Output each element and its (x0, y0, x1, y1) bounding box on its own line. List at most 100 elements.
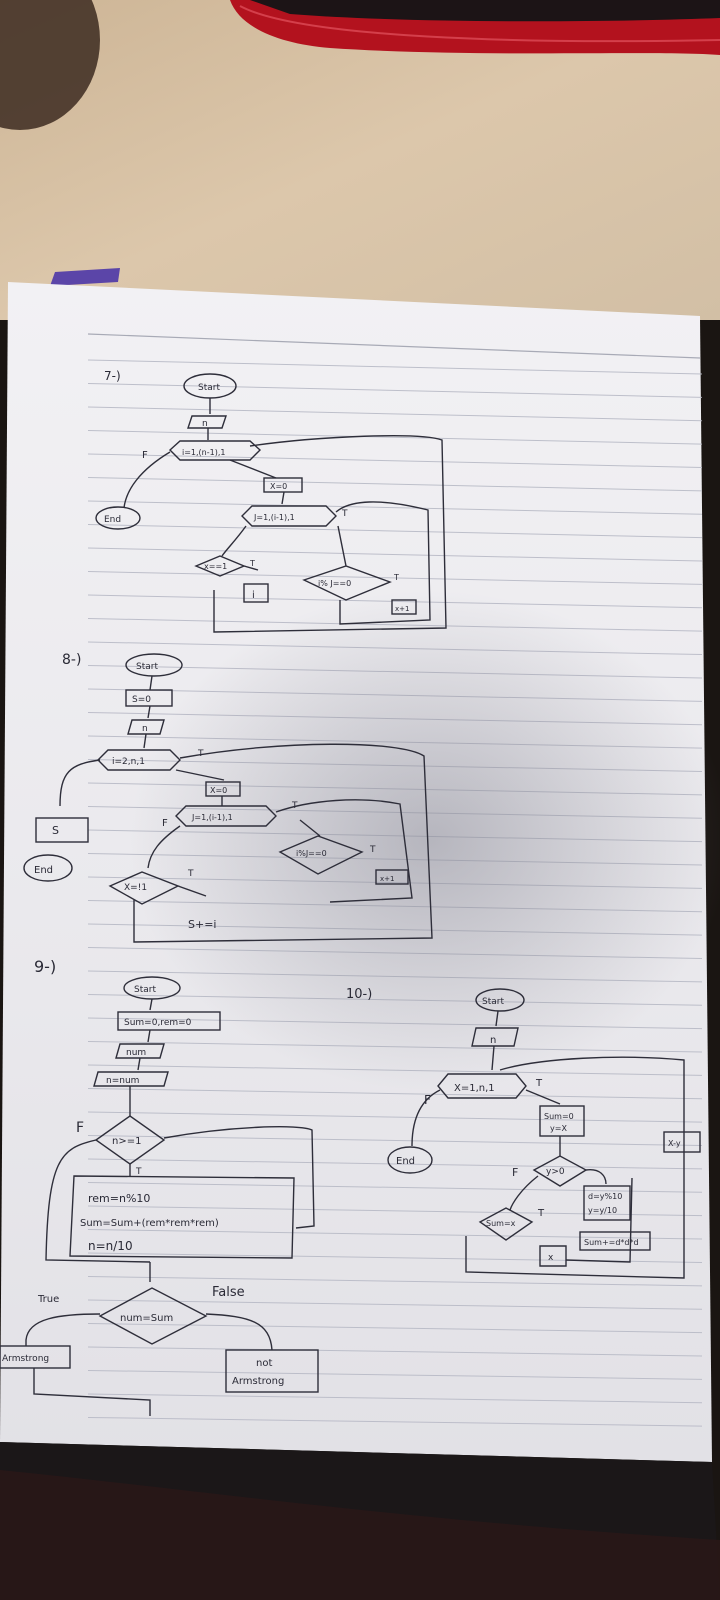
fc10-side: X-y (668, 1139, 681, 1148)
fc10-false-label: F (424, 1093, 431, 1107)
fc8-init-s: S=0 (132, 695, 151, 705)
fc7-cond-mod-shape (302, 565, 392, 601)
fc8-true-label-3: T (369, 845, 376, 855)
fc7-loop: i=1,(n-1),1 (182, 448, 225, 457)
fc7-true-label: T (341, 509, 348, 519)
problem-10-number: 10-) (346, 987, 372, 1002)
fc9-body-3: n=n/10 (88, 1239, 133, 1253)
fc9-body-2: Sum=Sum+(rem*rem*rem) (80, 1218, 219, 1229)
fc10-output: x (548, 1253, 554, 1263)
ruled-line (87, 1346, 703, 1357)
fc8-true-label-2: T (291, 801, 298, 811)
fc10-condition: y>0 (546, 1167, 565, 1177)
problem-8-number: 8-) (62, 652, 81, 668)
ruled-line (87, 1088, 703, 1100)
bottom-object (0, 1470, 720, 1600)
flowchart-8 (23, 653, 433, 943)
ruled-line (87, 1135, 703, 1147)
fc7-inner-loop: J=1,(i-1),1 (253, 513, 295, 522)
problem-7-number: 7-) (104, 369, 121, 383)
fc7-end: End (104, 515, 121, 525)
desk-surface (0, 0, 720, 320)
fc10-loop: X=1,n,1 (454, 1083, 495, 1094)
fc10-input: n (490, 1035, 496, 1046)
fc7-start: Start (198, 383, 220, 393)
bag-opening (250, 0, 720, 22)
fc10-body-1: d=y%10 (588, 1192, 622, 1201)
ruled-line (87, 406, 703, 422)
fc9-condition: n>=1 (112, 1136, 141, 1147)
ruled-line (87, 1158, 703, 1170)
fc9-assign: n=num (106, 1076, 139, 1086)
flowchart-10 (387, 988, 701, 1279)
ruled-line (87, 1276, 703, 1287)
bag-seam (239, 5, 720, 43)
fc8-true-label: T (197, 749, 204, 759)
ruled-line (87, 1111, 703, 1123)
ruled-line (87, 453, 703, 469)
ruled-line (87, 1370, 703, 1380)
fc7-output: i (252, 590, 255, 601)
fc8-start: Start (136, 662, 158, 672)
fc10-body-2: y=y/10 (588, 1206, 617, 1215)
fc8-init-x: X=0 (210, 786, 227, 795)
fc9-true-label-2: True (37, 1294, 59, 1305)
fc7-input: n (202, 419, 208, 429)
fc8-cond-mod: i%J==0 (296, 849, 327, 858)
ruled-line (87, 1205, 703, 1217)
fc8-false-label: F (162, 818, 168, 829)
fc7-increment: x+1 (395, 605, 409, 613)
fc7-init: X=0 (270, 482, 287, 491)
ruled-line (87, 430, 703, 445)
ruled-line (87, 1417, 703, 1427)
fc9-input: num (126, 1048, 146, 1058)
fc10-body-3: Sum+=d*d*d (584, 1238, 639, 1247)
fc7-increment-shape (391, 599, 417, 615)
camera-shadow (130, 590, 720, 1090)
fc10-start: Start (482, 997, 504, 1007)
fc7-inner-loop-shape (241, 505, 337, 527)
fc7-end-shape (95, 506, 141, 530)
fc9-result-false-1: not (256, 1358, 272, 1369)
ruled-line (87, 383, 703, 398)
fc10-init-2: y=X (550, 1124, 567, 1133)
fc8-sum: S+=i (188, 918, 216, 931)
fc7-false-label: F (142, 450, 148, 461)
fc10-check: Sum=x (486, 1219, 516, 1228)
ruled-line (87, 1393, 703, 1404)
ruled-line (87, 571, 703, 585)
flowchart-9 (0, 976, 319, 1416)
fc7-output-shape (243, 583, 269, 603)
fc10-false-label-2: F (512, 1166, 518, 1179)
fc9-decision: num=Sum (120, 1313, 173, 1324)
fc10-end: End (396, 1156, 415, 1167)
ruled-line (87, 1299, 703, 1310)
fc7-true-label-3: T (393, 573, 399, 582)
fc8-loop: i=2,n,1 (112, 757, 145, 767)
desk-shadow (0, 0, 100, 130)
ruled-line (87, 477, 703, 492)
fc10-true-label: T (535, 1078, 543, 1089)
fc8-inner-loop: J=1,(i-1),1 (191, 813, 233, 822)
fc9-start: Start (134, 985, 156, 995)
folder-edge (50, 268, 120, 286)
fc10-true-label-2: T (537, 1208, 545, 1219)
fc7-true-label-2: T (249, 559, 255, 568)
fc7-loop-shape (168, 440, 262, 461)
fc9-false-label: F (76, 1120, 84, 1136)
fc9-init: Sum=0,rem=0 (124, 1018, 192, 1028)
fc7-cond-x: x==1 (204, 562, 227, 571)
ruled-line (87, 1182, 703, 1193)
ruled-line (87, 547, 703, 562)
fc8-input: n (142, 724, 148, 734)
flowchart-7 (95, 373, 447, 633)
fc10-init-1: Sum=0 (544, 1112, 574, 1121)
fc9-result-true: Armstrong (2, 1354, 49, 1364)
fc8-output-s: S (52, 824, 59, 837)
fc8-increment: x+1 (380, 875, 394, 883)
fc7-cond-mod: i% J==0 (318, 579, 351, 588)
fc9-result-false-2: Armstrong (232, 1376, 284, 1387)
fc7-input-shape (187, 415, 227, 429)
fc7-init-shape (263, 477, 303, 493)
